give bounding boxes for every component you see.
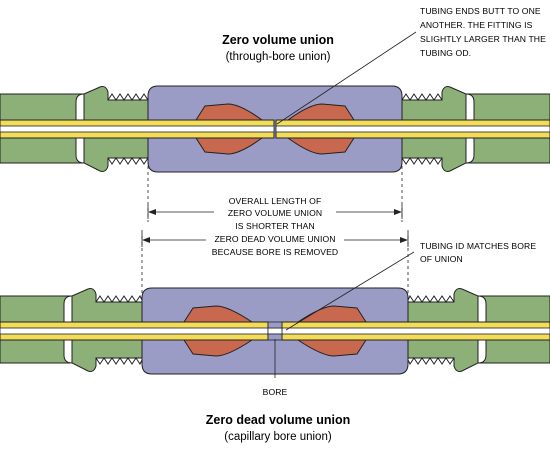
top-title: Zero volume union	[222, 33, 334, 47]
bottom-title: Zero dead volume union	[206, 413, 350, 427]
top-left-tubing-bore	[0, 125, 275, 133]
bottom-right-threads-lower	[407, 357, 455, 365]
top-subtitle: (through-bore union)	[226, 51, 331, 63]
top-note-line-4: TUBING OD.	[420, 48, 471, 58]
top-note-leader	[276, 31, 417, 125]
top-left-threads-upper	[107, 93, 149, 101]
top-note-line-2: ANOTHER. THE FITTING IS	[420, 20, 533, 30]
bore-wall-upper	[267, 321, 283, 329]
bottom-right-ferrule-lower	[296, 339, 367, 357]
top-note-line-1: TUBING ENDS BUTT TO ONE	[420, 6, 541, 16]
top-right-ferrule-lower	[286, 137, 355, 155]
bottom-note-line-1: TUBING ID MATCHES BORE	[420, 241, 536, 251]
middle-note-line-5: BECAUSE BORE IS REMOVED	[212, 247, 338, 257]
bottom-right-threads-upper	[407, 295, 455, 303]
top-right-threads-upper	[401, 93, 443, 101]
bottom-note-leader	[285, 251, 415, 331]
dimension-arrowheads	[142, 209, 408, 243]
bottom-left-tubing-bore	[0, 327, 269, 335]
bottom-left-ferrule-lower	[183, 339, 254, 357]
bore-label: BORE	[263, 387, 288, 397]
zero-dead-volume-union-drawing	[0, 287, 550, 375]
top-right-ferrule-upper	[286, 103, 355, 121]
bottom-right-ferrule-upper	[296, 305, 367, 323]
leader-lines	[274, 31, 417, 378]
bottom-left-ferrule-upper	[183, 305, 254, 323]
middle-note-line-1: OVERALL LENGTH OF	[229, 196, 322, 206]
bottom-right-tubing-bore	[281, 327, 550, 335]
capillary-bore	[267, 327, 283, 335]
bottom-left-threads-lower	[95, 357, 143, 365]
top-left-ferrule-lower	[195, 137, 264, 155]
top-note-line-3: SLIGHTLY LARGER THAN THE	[420, 34, 546, 44]
top-right-tubing-bore	[275, 125, 550, 133]
top-left-ferrule-upper	[195, 103, 264, 121]
zero-volume-union-drawing	[0, 85, 550, 173]
top-left-threads-lower	[107, 157, 149, 165]
bottom-subtitle: (capillary bore union)	[224, 431, 332, 443]
middle-note-line-3: IS SHORTER THAN	[235, 221, 315, 231]
middle-note-line-4: ZERO DEAD VOLUME UNION	[214, 234, 335, 244]
middle-note-line-2: ZERO VOLUME UNION	[228, 208, 322, 218]
top-right-threads-lower	[401, 157, 443, 165]
bottom-note-line-2: OF UNION	[420, 254, 463, 264]
bottom-left-threads-upper	[95, 295, 143, 303]
